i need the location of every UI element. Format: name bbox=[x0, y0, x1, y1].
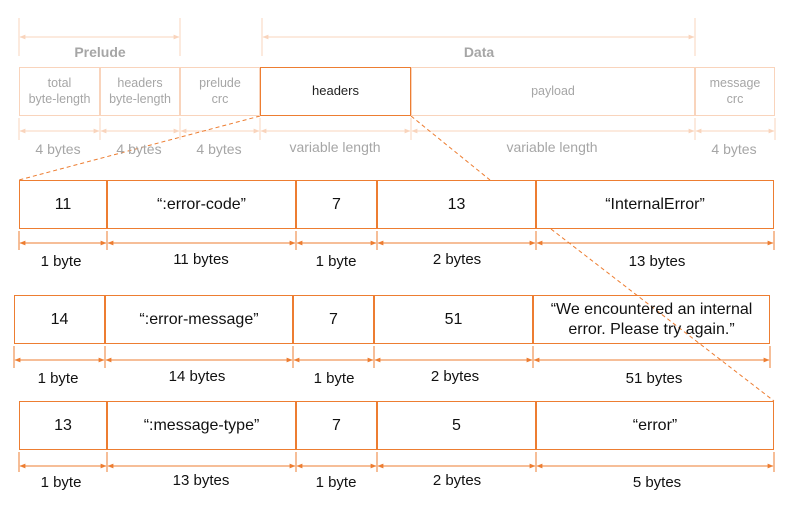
header-size-label: 13 bytes bbox=[628, 253, 686, 270]
field-headers: headers bbox=[260, 67, 411, 116]
header-size-label: 1 byte bbox=[315, 253, 357, 270]
header-value-length-cell: 5 bbox=[377, 401, 536, 450]
header-name-length-cell: 11 bbox=[19, 180, 107, 229]
field-message-crc: message crc bbox=[695, 67, 775, 116]
size-total-byte-length: 4 bytes bbox=[35, 141, 81, 157]
header-size-label: 1 byte bbox=[315, 474, 357, 491]
size-headers: variable length bbox=[289, 139, 381, 155]
zoom-connector bbox=[410, 115, 491, 181]
header-size-label: 51 bytes bbox=[625, 370, 683, 387]
field-headers-byte-length: headers byte-length bbox=[100, 67, 180, 116]
header-size-label: 14 bytes bbox=[168, 368, 226, 385]
prelude-group-title: Prelude bbox=[74, 44, 126, 60]
header-name-cell: “:message-type” bbox=[107, 401, 296, 450]
size-payload: variable length bbox=[506, 139, 598, 155]
header-size-label: 13 bytes bbox=[172, 472, 230, 489]
header-name-length-cell: 14 bbox=[14, 295, 105, 344]
header-size-label: 2 bytes bbox=[432, 472, 482, 489]
data-group-title: Data bbox=[463, 44, 495, 60]
field-payload: payload bbox=[411, 67, 695, 116]
header-size-label: 2 bytes bbox=[432, 251, 482, 268]
header-value-length-cell: 13 bbox=[377, 180, 536, 229]
header-value-type-cell: 7 bbox=[296, 401, 377, 450]
header-value-cell: “InternalError” bbox=[536, 180, 774, 229]
header-name-cell: “:error-code” bbox=[107, 180, 296, 229]
header-value-cell: “error” bbox=[536, 401, 774, 450]
header-size-label: 2 bytes bbox=[430, 368, 480, 385]
header-size-label: 1 byte bbox=[313, 370, 355, 387]
header-value-type-cell: 7 bbox=[293, 295, 374, 344]
header-size-label: 11 bytes bbox=[173, 251, 229, 268]
header-size-label: 1 byte bbox=[40, 474, 82, 491]
header-value-length-cell: 51 bbox=[374, 295, 533, 344]
header-size-label: 5 bytes bbox=[632, 474, 682, 491]
size-headers-byte-length: 4 bytes bbox=[116, 141, 162, 157]
field-total-byte-length: total byte-length bbox=[19, 67, 100, 116]
header-size-label: 1 byte bbox=[37, 370, 79, 387]
size-message-crc: 4 bytes bbox=[711, 141, 757, 157]
header-value-cell: “We encountered an internal error. Pleas… bbox=[533, 295, 770, 344]
header-value-type-cell: 7 bbox=[296, 180, 377, 229]
header-size-label: 1 byte bbox=[40, 253, 82, 270]
header-name-length-cell: 13 bbox=[19, 401, 107, 450]
field-prelude-crc: prelude crc bbox=[180, 67, 260, 116]
size-prelude-crc: 4 bytes bbox=[196, 141, 242, 157]
header-name-cell: “:error-message” bbox=[105, 295, 293, 344]
zoom-connector bbox=[550, 228, 775, 402]
